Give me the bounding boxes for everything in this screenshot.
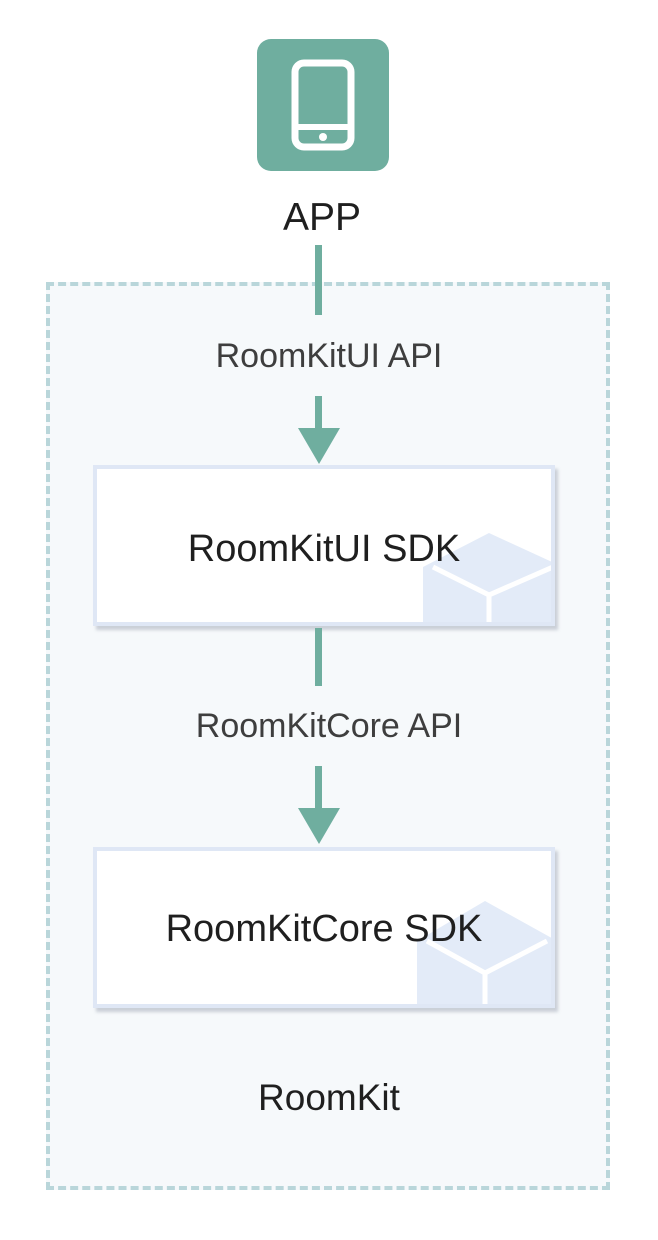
smartphone-icon [291, 59, 355, 151]
cube-icon [423, 533, 551, 622]
arrow-head [298, 808, 340, 844]
arrow-head [298, 428, 340, 464]
roomkitcore-sdk-label: RoomKitCore SDK [165, 908, 483, 950]
app-node [257, 39, 389, 171]
roomkitui-sdk-box: RoomKitUI SDK [93, 465, 555, 626]
connector-line [315, 766, 322, 812]
connector-line [315, 245, 322, 315]
roomkitcore-api-label: RoomKitCore API [195, 707, 463, 745]
roomkit-label: RoomKit [258, 1077, 400, 1118]
connector-line [315, 628, 322, 686]
app-label: APP [282, 196, 362, 239]
roomkitui-api-label: RoomKitUI API [215, 337, 443, 375]
cube-icon [417, 901, 551, 1004]
connector-line [315, 396, 322, 432]
roomkitcore-sdk-box: RoomKitCore SDK [93, 847, 555, 1008]
roomkitui-sdk-label: RoomKitUI SDK [187, 528, 461, 570]
